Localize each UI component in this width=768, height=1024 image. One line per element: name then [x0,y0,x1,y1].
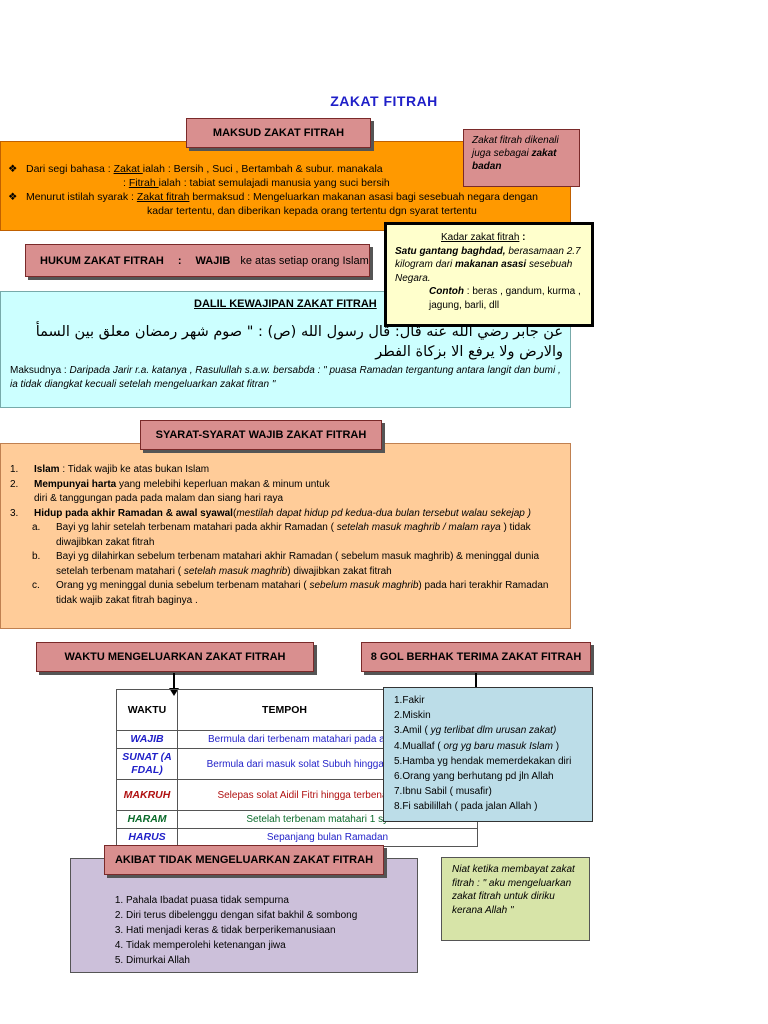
syarat-item-3: 3.Hidup pada akhir Ramadan & awal syawal… [10,507,531,519]
maksud-header: MAKSUD ZAKAT FITRAH [186,118,371,148]
waktu-cell: MAKRUH [116,779,178,811]
waktu-cell: SUNAT (AFDAL) [116,748,178,780]
dalil-arabic: عن جابر رضي الله عنه قال: قال رسول الله … [8,322,563,362]
dalil-maksudnya: Maksudnya : Daripada Jarir r.a. katanya … [10,365,561,390]
waktu-cell: HARUS [116,828,178,847]
list-item: 8.Fi sabilillah ( pada jalan Allah ) [394,801,538,813]
akibat-list: Pahala Ibadat puasa tidak sempurnaDiri t… [98,893,408,968]
syarat-sub-b: b.Bayi yg dilahirkan sebelum terbenam ma… [32,551,540,577]
tempoh-cell: Sepanjang bulan Ramadan [177,828,478,847]
list-item: Pahala Ibadat puasa tidak sempurna [126,893,408,908]
syarat-sub-c: c.Orang yg meninggal dunia sebelum terbe… [32,580,549,606]
aka-note: Zakat fitrah dikenali juga sebagai zakat… [463,129,580,187]
list-item: Diri terus dibelenggu dengan sifat bakhi… [126,908,408,923]
asnaf-header: 8 GOL BERHAK TERIMA ZAKAT FITRAH [361,642,591,672]
kadar-title: Kadar zakat fitrah : [441,232,526,243]
asnaf-list: 1.Fakir 2.Miskin 3.Amil ( yg terlibat dlm … [394,693,582,815]
waktu-cell: HARAM [116,810,178,829]
list-item: 4.Muallaf ( org yg baru masuk Islam ) [394,740,560,752]
kadar-contoh: Contoh : beras , gandum, kurma , jagung,… [429,286,581,311]
list-item: 7.Ibnu Sabil ( musafir) [394,786,492,798]
list-item: 6.Orang yang berhutang pd jln Allah [394,771,554,783]
maksud-line-1: ❖Dari segi bahasa : Zakat ialah : Bersih… [8,163,383,175]
list-item: Dimurkai Allah [126,953,408,968]
maksud-line-4: kadar tertentu, dan diberikan kepada ora… [147,205,477,217]
list-item: 2.Miskin [394,710,431,722]
maksud-line-2: : Fitrah ialah : tabiat semulajadi manus… [123,177,390,189]
akibat-box [70,858,418,973]
maksud-content: ❖Dari segi bahasa : Zakat ialah : Bersih… [8,162,568,218]
waktu-header: WAKTU MENGELUARKAN ZAKAT FITRAH [36,642,314,672]
syarat-box [0,443,571,629]
asnaf-arrow [475,673,477,690]
waktu-arrow [173,673,175,690]
akibat-header: AKIBAT TIDAK MENGELUARKAN ZAKAT FITRAH [104,845,384,875]
list-item: 3.Amil ( yg terlibat dlm urusan zakat) [394,725,557,737]
syarat-header: SYARAT-SYARAT WAJIB ZAKAT FITRAH [140,420,382,450]
col-waktu: WAKTU [116,689,178,731]
list-item: 5.Hamba yg hendak memerdekakan diri [394,755,572,767]
syarat-item-2: 2.Mempunyai harta yang melebihi keperlua… [10,478,330,490]
kadar-text: Satu gantang baghdad, berasamaan 2.7 kil… [395,245,581,284]
asnaf-box: 1.Fakir 2.Miskin 3.Amil ( yg terlibat dlm … [383,687,593,822]
bullet-icon: ❖ [8,191,18,203]
bullet-icon: ❖ [8,163,18,175]
syarat-list: 1.Islam : Tidak wajib ke atas bukan Isla… [10,463,566,608]
list-item: Hati menjadi keras & tidak berperikemanu… [126,923,408,938]
maksud-header-label: MAKSUD ZAKAT FITRAH [212,127,345,139]
syarat-item-2-cont: diri & tanggungan pada pada malam dan si… [34,493,284,504]
dalil-arabic-line-2: والارض ولا يرفع الا بزكاة الفطر [375,344,563,360]
maksud-line-3: ❖Menurut istilah syarak : Zakat fitrah b… [8,191,538,203]
niat-note: Niat ketika membayat zakat fitrah : " ak… [441,857,590,941]
kadar-box: Kadar zakat fitrah : Satu gantang baghda… [384,222,594,327]
syarat-sub-a: a.Bayi yg lahir setelah terbenam matahar… [32,522,531,548]
list-item: Tidak memperolehi ketenangan jiwa [126,938,408,953]
page-title: ZAKAT FITRAH [330,93,438,109]
syarat-item-1: 1.Islam : Tidak wajib ke atas bukan Isla… [10,464,210,475]
dalil-header: DALIL KEWAJIPAN ZAKAT FITRAH [194,298,377,310]
dalil-arabic-line-1: عن جابر رضي الله عنه قال: قال رسول الله … [35,324,563,340]
list-item: 1.Fakir [394,695,425,706]
hukum-box: HUKUM ZAKAT FITRAH : WAJIB ke atas setia… [25,244,370,277]
waktu-cell: WAJIB [116,730,178,749]
